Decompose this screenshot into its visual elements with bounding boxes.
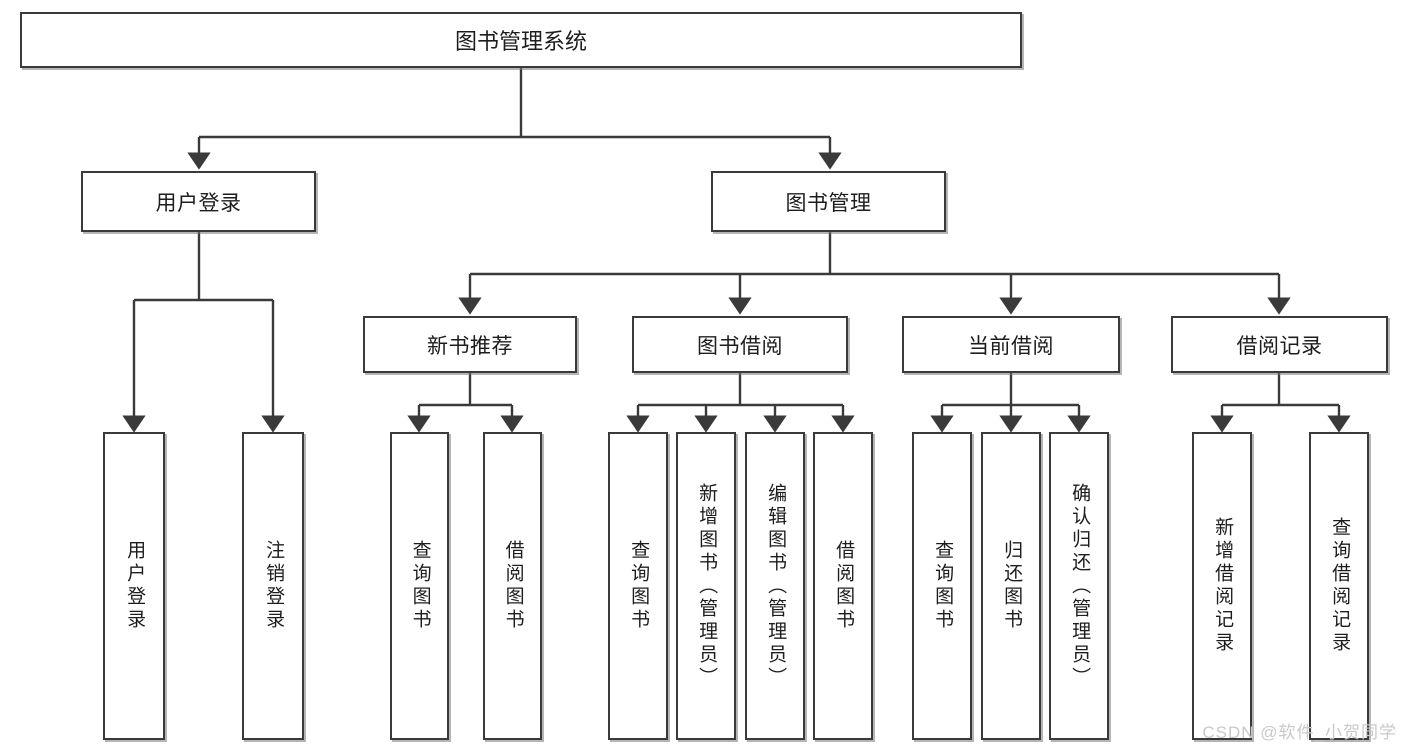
node-root-system[interactable]: 图书管理系统 bbox=[20, 12, 1022, 68]
node-label: 借阅图书 bbox=[833, 540, 855, 632]
leaf-book-borrow-borrow[interactable]: 借阅图书 bbox=[813, 432, 873, 740]
leaf-book-borrow-edit[interactable]: 编辑图书（管理员） bbox=[745, 432, 805, 740]
node-label: 当前借阅 bbox=[968, 334, 1054, 358]
leaf-borrow-record-query[interactable]: 查询借阅记录 bbox=[1309, 432, 1369, 740]
node-label: 借阅记录 bbox=[1236, 334, 1323, 358]
node-label: 查询图书 bbox=[932, 540, 954, 632]
node-label: 新增借阅记录 bbox=[1212, 517, 1234, 655]
node-label: 归还图书 bbox=[1001, 540, 1023, 632]
leaf-borrow-record-add[interactable]: 新增借阅记录 bbox=[1192, 432, 1252, 740]
leaf-book-borrow-query[interactable]: 查询图书 bbox=[608, 432, 668, 740]
node-new-book-recommend[interactable]: 新书推荐 bbox=[363, 316, 577, 373]
leaf-user-login-login[interactable]: 用户登录 bbox=[103, 432, 165, 740]
node-label: 新增图书（管理员） bbox=[696, 482, 718, 690]
node-label: 图书借阅 bbox=[697, 334, 783, 358]
node-borrow-record[interactable]: 借阅记录 bbox=[1171, 316, 1388, 373]
csdn-watermark: CSDN @软件_小贺同学 bbox=[1202, 723, 1397, 742]
leaf-current-borrow-confirm-return[interactable]: 确认归还（管理员） bbox=[1049, 432, 1109, 740]
node-label: 注销登录 bbox=[263, 540, 285, 632]
node-label: 查询图书 bbox=[409, 540, 431, 632]
node-book-borrow[interactable]: 图书借阅 bbox=[632, 316, 848, 373]
node-user-login[interactable]: 用户登录 bbox=[81, 171, 316, 232]
node-label: 编辑图书（管理员） bbox=[765, 482, 787, 690]
node-book-management[interactable]: 图书管理 bbox=[711, 171, 946, 232]
node-label: 用户登录 bbox=[124, 540, 146, 632]
leaf-book-borrow-add[interactable]: 新增图书（管理员） bbox=[676, 432, 736, 740]
node-label: 新书推荐 bbox=[427, 334, 513, 358]
leaf-current-borrow-return[interactable]: 归还图书 bbox=[981, 432, 1041, 740]
leaf-current-borrow-query[interactable]: 查询图书 bbox=[912, 432, 972, 740]
leaf-new-book-query[interactable]: 查询图书 bbox=[390, 432, 449, 740]
node-label: 查询借阅记录 bbox=[1329, 517, 1351, 655]
node-label: 查询图书 bbox=[628, 540, 650, 632]
node-current-borrow[interactable]: 当前借阅 bbox=[902, 316, 1120, 373]
leaf-new-book-borrow[interactable]: 借阅图书 bbox=[483, 432, 542, 740]
node-label: 图书管理 bbox=[785, 191, 872, 215]
node-label: 图书管理系统 bbox=[454, 29, 587, 54]
leaf-user-login-logout[interactable]: 注销登录 bbox=[242, 432, 304, 740]
node-label: 确认归还（管理员） bbox=[1069, 482, 1091, 690]
node-label: 用户登录 bbox=[155, 191, 242, 215]
node-label: 借阅图书 bbox=[502, 540, 524, 632]
